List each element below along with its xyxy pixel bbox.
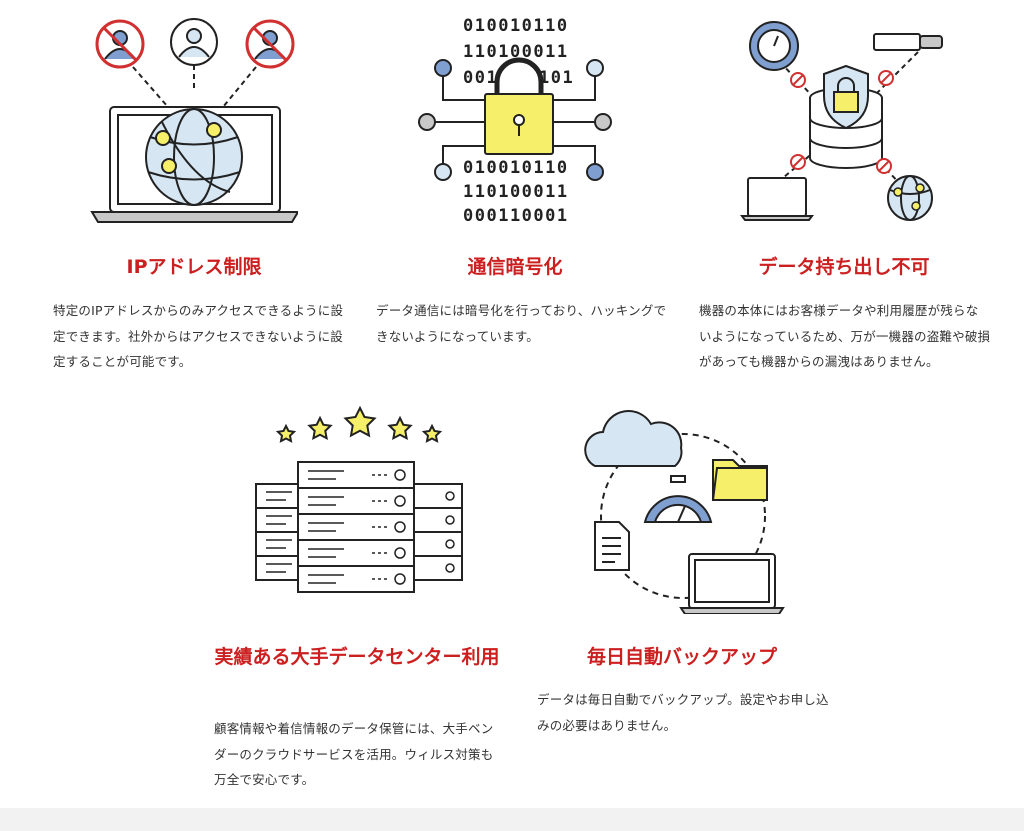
feature-description: データ通信には暗号化を行っており、ハッキングできないようになっています。 bbox=[376, 303, 667, 344]
feature-title: IPアドレス制限 bbox=[126, 256, 262, 278]
feature-description: 特定のIPアドレスからのみアクセスできるように設定できます。社外からはアクセスで… bbox=[53, 303, 344, 369]
binary-top-row-3-right: 101 bbox=[539, 68, 575, 88]
feature-title: 毎日自動バックアップ bbox=[586, 646, 777, 668]
feature-title: データ持ち出し不可 bbox=[758, 256, 930, 278]
feature-description: 機器の本体にはお客様データや利用履歴が残らないようになっているため、万が一機器の… bbox=[699, 303, 991, 369]
binary-top-row-2: 110100011 bbox=[463, 42, 569, 62]
binary-bottom-row-3: 000110001 bbox=[463, 206, 569, 226]
binary-bottom-row-2: 110100011 bbox=[463, 182, 569, 202]
shield-database-icon bbox=[740, 21, 943, 221]
page-bottom-strip bbox=[0, 808, 1024, 831]
binary-top-row-3-left: 001 bbox=[463, 68, 499, 88]
padlock-binary-icon: 010010110 110100011 001 101 010010110 11… bbox=[415, 12, 615, 227]
feature-title: 実績ある大手データセンター利用 bbox=[214, 646, 500, 668]
server-rack-stars-icon bbox=[255, 405, 463, 593]
binary-bottom-row-1: 010010110 bbox=[463, 158, 569, 178]
feature-title: 通信暗号化 bbox=[467, 256, 563, 278]
laptop-globe-users-icon bbox=[90, 18, 298, 223]
cloud-backup-icon bbox=[584, 410, 785, 614]
feature-description: 顧客情報や着信情報のデータ保管には、大手ベンダーのクラウドサービスを活用。ウィル… bbox=[214, 721, 494, 787]
feature-description: データは毎日自動でバックアップ。設定やお申し込みの必要はありません。 bbox=[537, 692, 829, 733]
binary-top-row-1: 010010110 bbox=[463, 16, 569, 36]
